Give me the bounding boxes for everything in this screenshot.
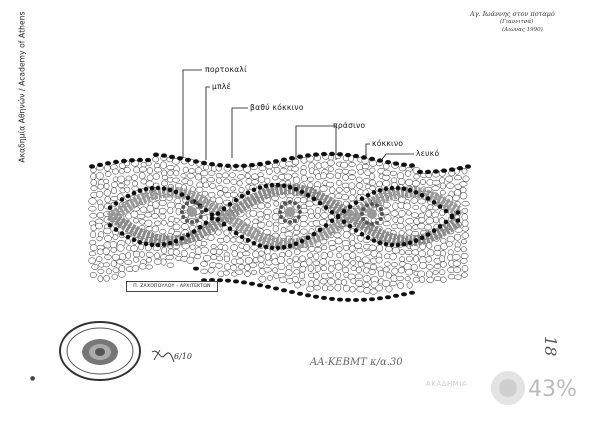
handwritten-note-line-1: Αγ. Ιωάννης στον ποταμό (470, 10, 555, 18)
scale-percent: 43% (528, 377, 577, 402)
bullet-mark: ● (30, 375, 36, 382)
leader-orange (182, 69, 202, 162)
archive-reference: ΑΑ-ΚΕΒΜΤ κ/α.30 (310, 357, 403, 368)
handwritten-note-line-3: (Αιώνας 1990) (502, 27, 543, 33)
label-orange: πορτοκαλί (205, 65, 248, 74)
handwritten-note-line-2: (Γιαννιτσά) (500, 19, 534, 25)
architect-caption: Π. ΖΑΧΟΠΟΥΛΟΥ - ΑΡΧΙΤΕΚΤΩΝ (126, 281, 218, 292)
leader-lines (182, 69, 414, 166)
circular-stamp (59, 321, 141, 381)
mosaic-band (88, 151, 471, 302)
label-green: πράσινο (333, 121, 366, 130)
watermark-emblem (491, 371, 525, 405)
leader-green-2 (330, 125, 337, 160)
label-red: κόκκινο (372, 139, 404, 148)
leader-white (379, 153, 414, 163)
leader-dark-red (231, 107, 248, 158)
scribble-mark (151, 349, 175, 363)
label-white: λευκό (416, 149, 440, 158)
leader-green-1 (295, 125, 330, 166)
label-dark-red: βαθύ κόκκινο (250, 103, 304, 112)
page-number: 18 (541, 336, 560, 357)
leader-blue (205, 86, 210, 160)
label-blue: μπλέ (212, 82, 231, 91)
fraction-note: 6/10 (174, 352, 192, 361)
academy-watermark: ΑΚΑΔΗΜΙΑ (426, 380, 468, 388)
